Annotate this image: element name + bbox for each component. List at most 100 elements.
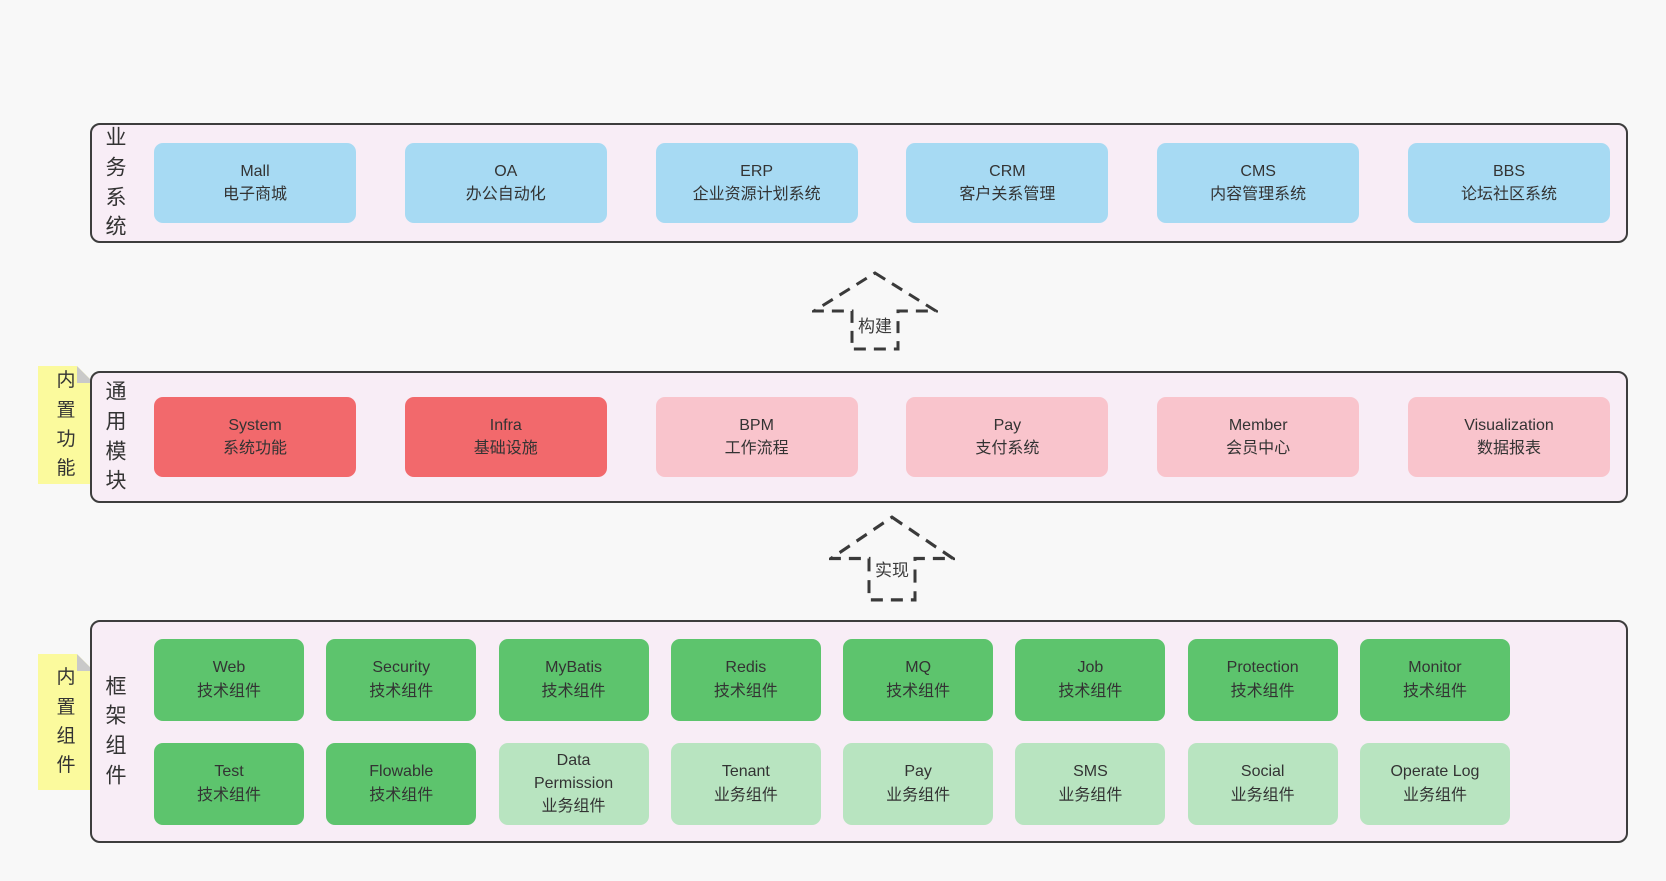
box-visualization: Visualization 数据报表 bbox=[1407, 397, 1610, 477]
panel-label: 业务系统 bbox=[105, 126, 127, 239]
box-protection: Protection 技术组件 bbox=[1187, 638, 1338, 721]
box-subtitle: 技术组件 bbox=[1402, 682, 1467, 700]
box-subtitle: 业务组件 bbox=[1402, 786, 1467, 804]
box-subtitle: 技术组件 bbox=[196, 682, 261, 700]
box-title: Pay bbox=[993, 416, 1022, 434]
box-bpm: BPM 工作流程 bbox=[655, 397, 858, 477]
box-erp: ERP 企业资源计划系统 bbox=[655, 143, 858, 223]
box-oa: OA 办公自动化 bbox=[404, 143, 607, 223]
box-title: Web bbox=[212, 659, 246, 677]
box-mq: MQ 技术组件 bbox=[843, 638, 994, 721]
box-title: SMS bbox=[1073, 763, 1108, 781]
box-subtitle: 电子商城 bbox=[222, 186, 287, 203]
box-title: Redis bbox=[725, 659, 767, 677]
panel-framework-components: 框架组件 Web 技术组件 Security 技术组件 MyBatis 技术组件… bbox=[90, 620, 1628, 843]
block-arrow-up-icon bbox=[829, 515, 955, 602]
box-mall: Mall 电子商城 bbox=[154, 143, 356, 223]
box-operate-log: Operate Log 业务组件 bbox=[1359, 742, 1510, 825]
arrow-label: 构建 bbox=[856, 312, 894, 337]
block-arrow-up-icon bbox=[812, 271, 938, 351]
box-subtitle: 系统功能 bbox=[222, 440, 287, 457]
box-pay-module: Pay 支付系统 bbox=[906, 397, 1109, 477]
box-title: ERP bbox=[740, 162, 774, 180]
box-test: Test 技术组件 bbox=[154, 742, 304, 825]
box-title: BBS bbox=[1492, 162, 1525, 180]
box-title: Mall bbox=[240, 162, 270, 180]
box-title: Operate Log bbox=[1390, 763, 1480, 781]
box-title: Infra bbox=[489, 416, 522, 434]
box-tenant: Tenant 业务组件 bbox=[670, 742, 821, 825]
box-system: System 系统功能 bbox=[154, 397, 356, 477]
box-subtitle: 技术组件 bbox=[713, 682, 778, 700]
box-mybatis: MyBatis 技术组件 bbox=[498, 638, 649, 721]
box-subtitle: 技术组件 bbox=[1230, 682, 1295, 700]
box-title: Pay bbox=[904, 763, 932, 781]
box-subtitle: 内容管理系统 bbox=[1210, 186, 1307, 203]
box-title: OA bbox=[494, 162, 518, 180]
arrow-build: 构建 bbox=[812, 271, 938, 351]
box-subtitle: 技术组件 bbox=[196, 786, 261, 804]
box-title: MQ bbox=[905, 659, 932, 677]
box-title: Tenant bbox=[721, 763, 770, 781]
box-monitor: Monitor 技术组件 bbox=[1359, 638, 1510, 721]
box-subtitle: 业务组件 bbox=[886, 786, 951, 804]
box-subtitle: 数据报表 bbox=[1476, 440, 1541, 457]
box-row: Mall 电子商城 OA 办公自动化 ERP 企业资源计划系统 CRM 客户关系… bbox=[154, 143, 1610, 223]
panel-business-systems: 业务系统 Mall 电子商城 OA 办公自动化 ERP 企业资源计划系统 CRM… bbox=[90, 123, 1628, 243]
panel-rows: System 系统功能 Infra 基础设施 BPM 工作流程 Pay 支付系统… bbox=[154, 373, 1610, 501]
box-title: Protection bbox=[1226, 659, 1299, 677]
sticky-note-label: 内置功能 bbox=[56, 370, 76, 480]
box-infra: Infra 基础设施 bbox=[404, 397, 607, 477]
box-subtitle: 技术组件 bbox=[369, 786, 434, 804]
arrow-label: 实现 bbox=[873, 556, 911, 581]
box-social: Social 业务组件 bbox=[1187, 742, 1338, 825]
box-subtitle: 业务组件 bbox=[713, 786, 778, 804]
panel-rows: Web 技术组件 Security 技术组件 MyBatis 技术组件 Redi… bbox=[154, 622, 1610, 841]
box-subtitle: 技术组件 bbox=[1058, 682, 1123, 700]
box-title: Security bbox=[372, 659, 431, 677]
sticky-note-label: 内置组件 bbox=[56, 667, 76, 777]
box-subtitle: 支付系统 bbox=[975, 440, 1040, 457]
box-title: MyBatis bbox=[545, 659, 603, 677]
box-row: Test 技术组件 Flowable 技术组件 Data Permission … bbox=[154, 742, 1610, 825]
panel-label: 框架组件 bbox=[105, 674, 127, 788]
box-title: Monitor bbox=[1408, 659, 1462, 677]
panel-label: 通用模块 bbox=[105, 380, 127, 493]
panel-rows: Mall 电子商城 OA 办公自动化 ERP 企业资源计划系统 CRM 客户关系… bbox=[154, 125, 1610, 241]
box-subtitle: 技术组件 bbox=[369, 682, 434, 700]
box-title: Member bbox=[1228, 416, 1288, 434]
box-job: Job 技术组件 bbox=[1015, 638, 1166, 721]
box-bbs: BBS 论坛社区系统 bbox=[1407, 143, 1610, 223]
box-subtitle: 技术组件 bbox=[886, 682, 951, 700]
arrow-implement: 实现 bbox=[829, 515, 955, 602]
box-title: Visualization bbox=[1464, 416, 1554, 434]
box-subtitle: 客户关系管理 bbox=[959, 186, 1056, 203]
box-title: CRM bbox=[989, 162, 1026, 180]
box-member: Member 会员中心 bbox=[1157, 397, 1360, 477]
box-title: Data Permission bbox=[533, 751, 614, 792]
box-subtitle: 办公自动化 bbox=[465, 186, 546, 203]
box-subtitle: 会员中心 bbox=[1226, 440, 1291, 457]
box-data-permission: Data Permission 业务组件 bbox=[498, 742, 649, 825]
box-subtitle: 工作流程 bbox=[724, 440, 789, 457]
box-title: Social bbox=[1240, 763, 1285, 781]
box-sms: SMS 业务组件 bbox=[1015, 742, 1166, 825]
box-title: System bbox=[228, 416, 282, 434]
box-title: Job bbox=[1077, 659, 1104, 677]
box-security: Security 技术组件 bbox=[326, 638, 477, 721]
panel-common-modules: 通用模块 System 系统功能 Infra 基础设施 BPM 工作流程 Pay… bbox=[90, 371, 1628, 503]
box-subtitle: 论坛社区系统 bbox=[1460, 186, 1557, 203]
box-web: Web 技术组件 bbox=[154, 638, 304, 721]
box-subtitle: 业务组件 bbox=[1058, 786, 1123, 804]
sticky-note-builtin-components: 内置组件 bbox=[38, 654, 94, 790]
box-pay-component: Pay 业务组件 bbox=[843, 742, 994, 825]
box-cms: CMS 内容管理系统 bbox=[1157, 143, 1360, 223]
box-redis: Redis 技术组件 bbox=[670, 638, 821, 721]
box-crm: CRM 客户关系管理 bbox=[906, 143, 1109, 223]
box-subtitle: 技术组件 bbox=[541, 682, 606, 700]
box-subtitle: 业务组件 bbox=[1230, 786, 1295, 804]
box-subtitle: 业务组件 bbox=[541, 798, 606, 816]
box-row: Web 技术组件 Security 技术组件 MyBatis 技术组件 Redi… bbox=[154, 638, 1610, 721]
box-title: Test bbox=[214, 763, 244, 781]
